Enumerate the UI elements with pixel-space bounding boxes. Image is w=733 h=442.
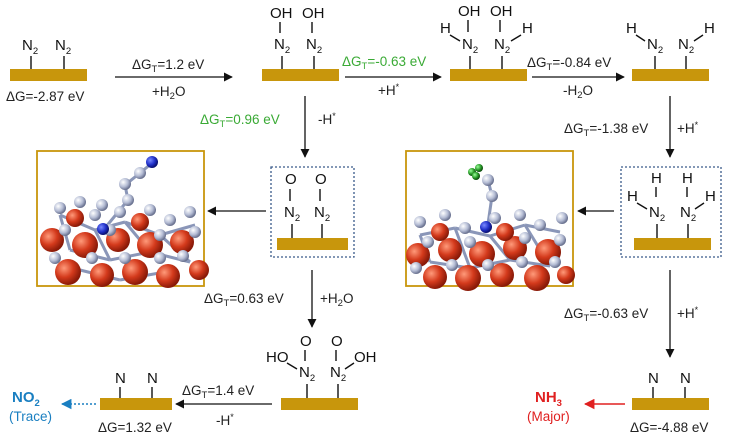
- step-d: ΔGT=0.96 eV -H*: [200, 96, 336, 158]
- svg-text:N2: N2: [494, 36, 510, 56]
- svg-text:N2: N2: [284, 204, 300, 224]
- catalyst-slab: [450, 69, 527, 81]
- svg-text:OH: OH: [302, 5, 325, 22]
- catalyst-slab: [10, 69, 87, 81]
- svg-text:H: H: [522, 20, 533, 37]
- svg-text:NO2: NO2: [12, 389, 40, 409]
- svg-text:N2: N2: [330, 364, 346, 384]
- svg-text:ΔGT=-0.63 eV: ΔGT=-0.63 eV: [342, 54, 426, 72]
- state-7-honno: O O HO OH N2 N2: [266, 333, 377, 410]
- svg-text:-H2O: -H2O: [563, 83, 593, 101]
- state-10-free-energy: ΔG=-4.88 eV: [630, 420, 708, 435]
- step-c: ΔGT=-0.84 eV -H2O: [527, 55, 625, 101]
- svg-text:N2: N2: [55, 37, 71, 57]
- svg-text:-H*: -H*: [318, 111, 336, 127]
- step-a: ΔGT=1.2 eV +H2O: [115, 57, 233, 102]
- svg-text:ΔGT=-0.84 eV: ΔGT=-0.84 eV: [527, 55, 611, 73]
- state-2-n2oh: OH OH N2 N2: [262, 5, 339, 81]
- svg-text:(Trace): (Trace): [9, 409, 52, 424]
- state-4-nhnh: H H N2 N2: [626, 20, 715, 81]
- svg-text:N2: N2: [299, 364, 315, 384]
- svg-text:O: O: [315, 171, 327, 188]
- state-5-n2o: O O N2 N2: [270, 166, 355, 258]
- svg-text:H: H: [440, 20, 451, 37]
- catalyst-slab: [100, 398, 172, 410]
- state-1-free-energy: ΔG=-2.87 eV: [6, 89, 84, 104]
- svg-text:O: O: [300, 333, 312, 350]
- svg-text:-H*: -H*: [216, 412, 234, 428]
- svg-text:N2: N2: [22, 37, 38, 57]
- step-h: ΔGT=1.4 eV -H*: [175, 383, 272, 428]
- svg-text:OH: OH: [354, 349, 377, 366]
- step-f: ΔGT=0.63 eV +H2O: [204, 270, 353, 328]
- svg-text:ΔGT=0.63 eV: ΔGT=0.63 eV: [204, 291, 284, 309]
- dft-structure-left: [36, 150, 209, 288]
- state-3-nhnoh: OH OH H H N2 N2: [440, 3, 533, 81]
- svg-text:ΔGT=1.2 eV: ΔGT=1.2 eV: [132, 57, 204, 75]
- svg-text:N2: N2: [306, 36, 322, 56]
- svg-text:ΔGT=-0.63 eV: ΔGT=-0.63 eV: [564, 306, 648, 324]
- state-9-n-n: N N ΔG=1.32 eV: [98, 370, 172, 435]
- svg-text:H: H: [627, 188, 638, 205]
- svg-text:N2: N2: [649, 204, 665, 224]
- svg-text:ΔGT=0.96 eV: ΔGT=0.96 eV: [200, 112, 280, 130]
- svg-text:OH: OH: [490, 3, 513, 20]
- state-6-nh2nh2: H H H H N2 N2: [620, 166, 722, 258]
- svg-text:HO: HO: [266, 349, 289, 366]
- svg-text:(Major): (Major): [527, 409, 570, 424]
- catalyst-slab: [277, 238, 348, 250]
- svg-text:N2: N2: [678, 36, 694, 56]
- highlight-box-nh2: [620, 166, 722, 258]
- svg-text:+H*: +H*: [677, 305, 699, 321]
- catalyst-slab: [281, 398, 358, 410]
- state-1-n2-adsorbed: N2 N2 ΔG=-2.87 eV: [6, 37, 87, 104]
- svg-text:O: O: [285, 171, 297, 188]
- step-g: ΔGT=-0.63 eV +H*: [564, 270, 699, 358]
- svg-text:NH3: NH3: [535, 389, 562, 409]
- dft-structure-right: [405, 150, 575, 291]
- svg-text:N: N: [648, 370, 659, 387]
- svg-text:H: H: [682, 170, 693, 187]
- svg-text:N2: N2: [314, 204, 330, 224]
- state-9-free-energy: ΔG=1.32 eV: [98, 420, 172, 435]
- svg-text:N2: N2: [680, 204, 696, 224]
- svg-text:O: O: [331, 333, 343, 350]
- catalyst-slab: [632, 398, 709, 410]
- svg-text:H: H: [626, 20, 637, 37]
- svg-text:H: H: [651, 170, 662, 187]
- catalyst-slab: [262, 69, 339, 81]
- step-b: ΔGT=-0.63 eV +H*: [342, 54, 442, 98]
- step-e: ΔGT=-1.38 eV +H*: [564, 96, 699, 158]
- svg-text:OH: OH: [458, 3, 481, 20]
- highlight-box-n2o: [270, 166, 355, 258]
- product-no2: NO2 (Trace): [9, 389, 52, 424]
- product-nh3: NH3 (Major): [527, 389, 570, 424]
- catalyst-slab: [632, 69, 709, 81]
- svg-text:N: N: [115, 370, 126, 387]
- svg-text:H: H: [704, 20, 715, 37]
- svg-text:N2: N2: [462, 36, 478, 56]
- svg-text:+H2O: +H2O: [152, 84, 185, 102]
- svg-text:ΔGT=1.4 eV: ΔGT=1.4 eV: [182, 383, 254, 401]
- svg-text:H: H: [705, 188, 716, 205]
- svg-text:+H2O: +H2O: [320, 291, 353, 309]
- svg-text:+H*: +H*: [378, 82, 400, 98]
- svg-text:N: N: [680, 370, 691, 387]
- catalyst-slab: [634, 238, 711, 250]
- svg-text:N: N: [147, 370, 158, 387]
- svg-text:N2: N2: [274, 36, 290, 56]
- state-10-n-n: N N ΔG=-4.88 eV: [630, 370, 709, 435]
- svg-text:N2: N2: [647, 36, 663, 56]
- svg-text:+H*: +H*: [677, 120, 699, 136]
- svg-text:ΔGT=-1.38 eV: ΔGT=-1.38 eV: [564, 121, 648, 139]
- svg-text:OH: OH: [270, 5, 293, 22]
